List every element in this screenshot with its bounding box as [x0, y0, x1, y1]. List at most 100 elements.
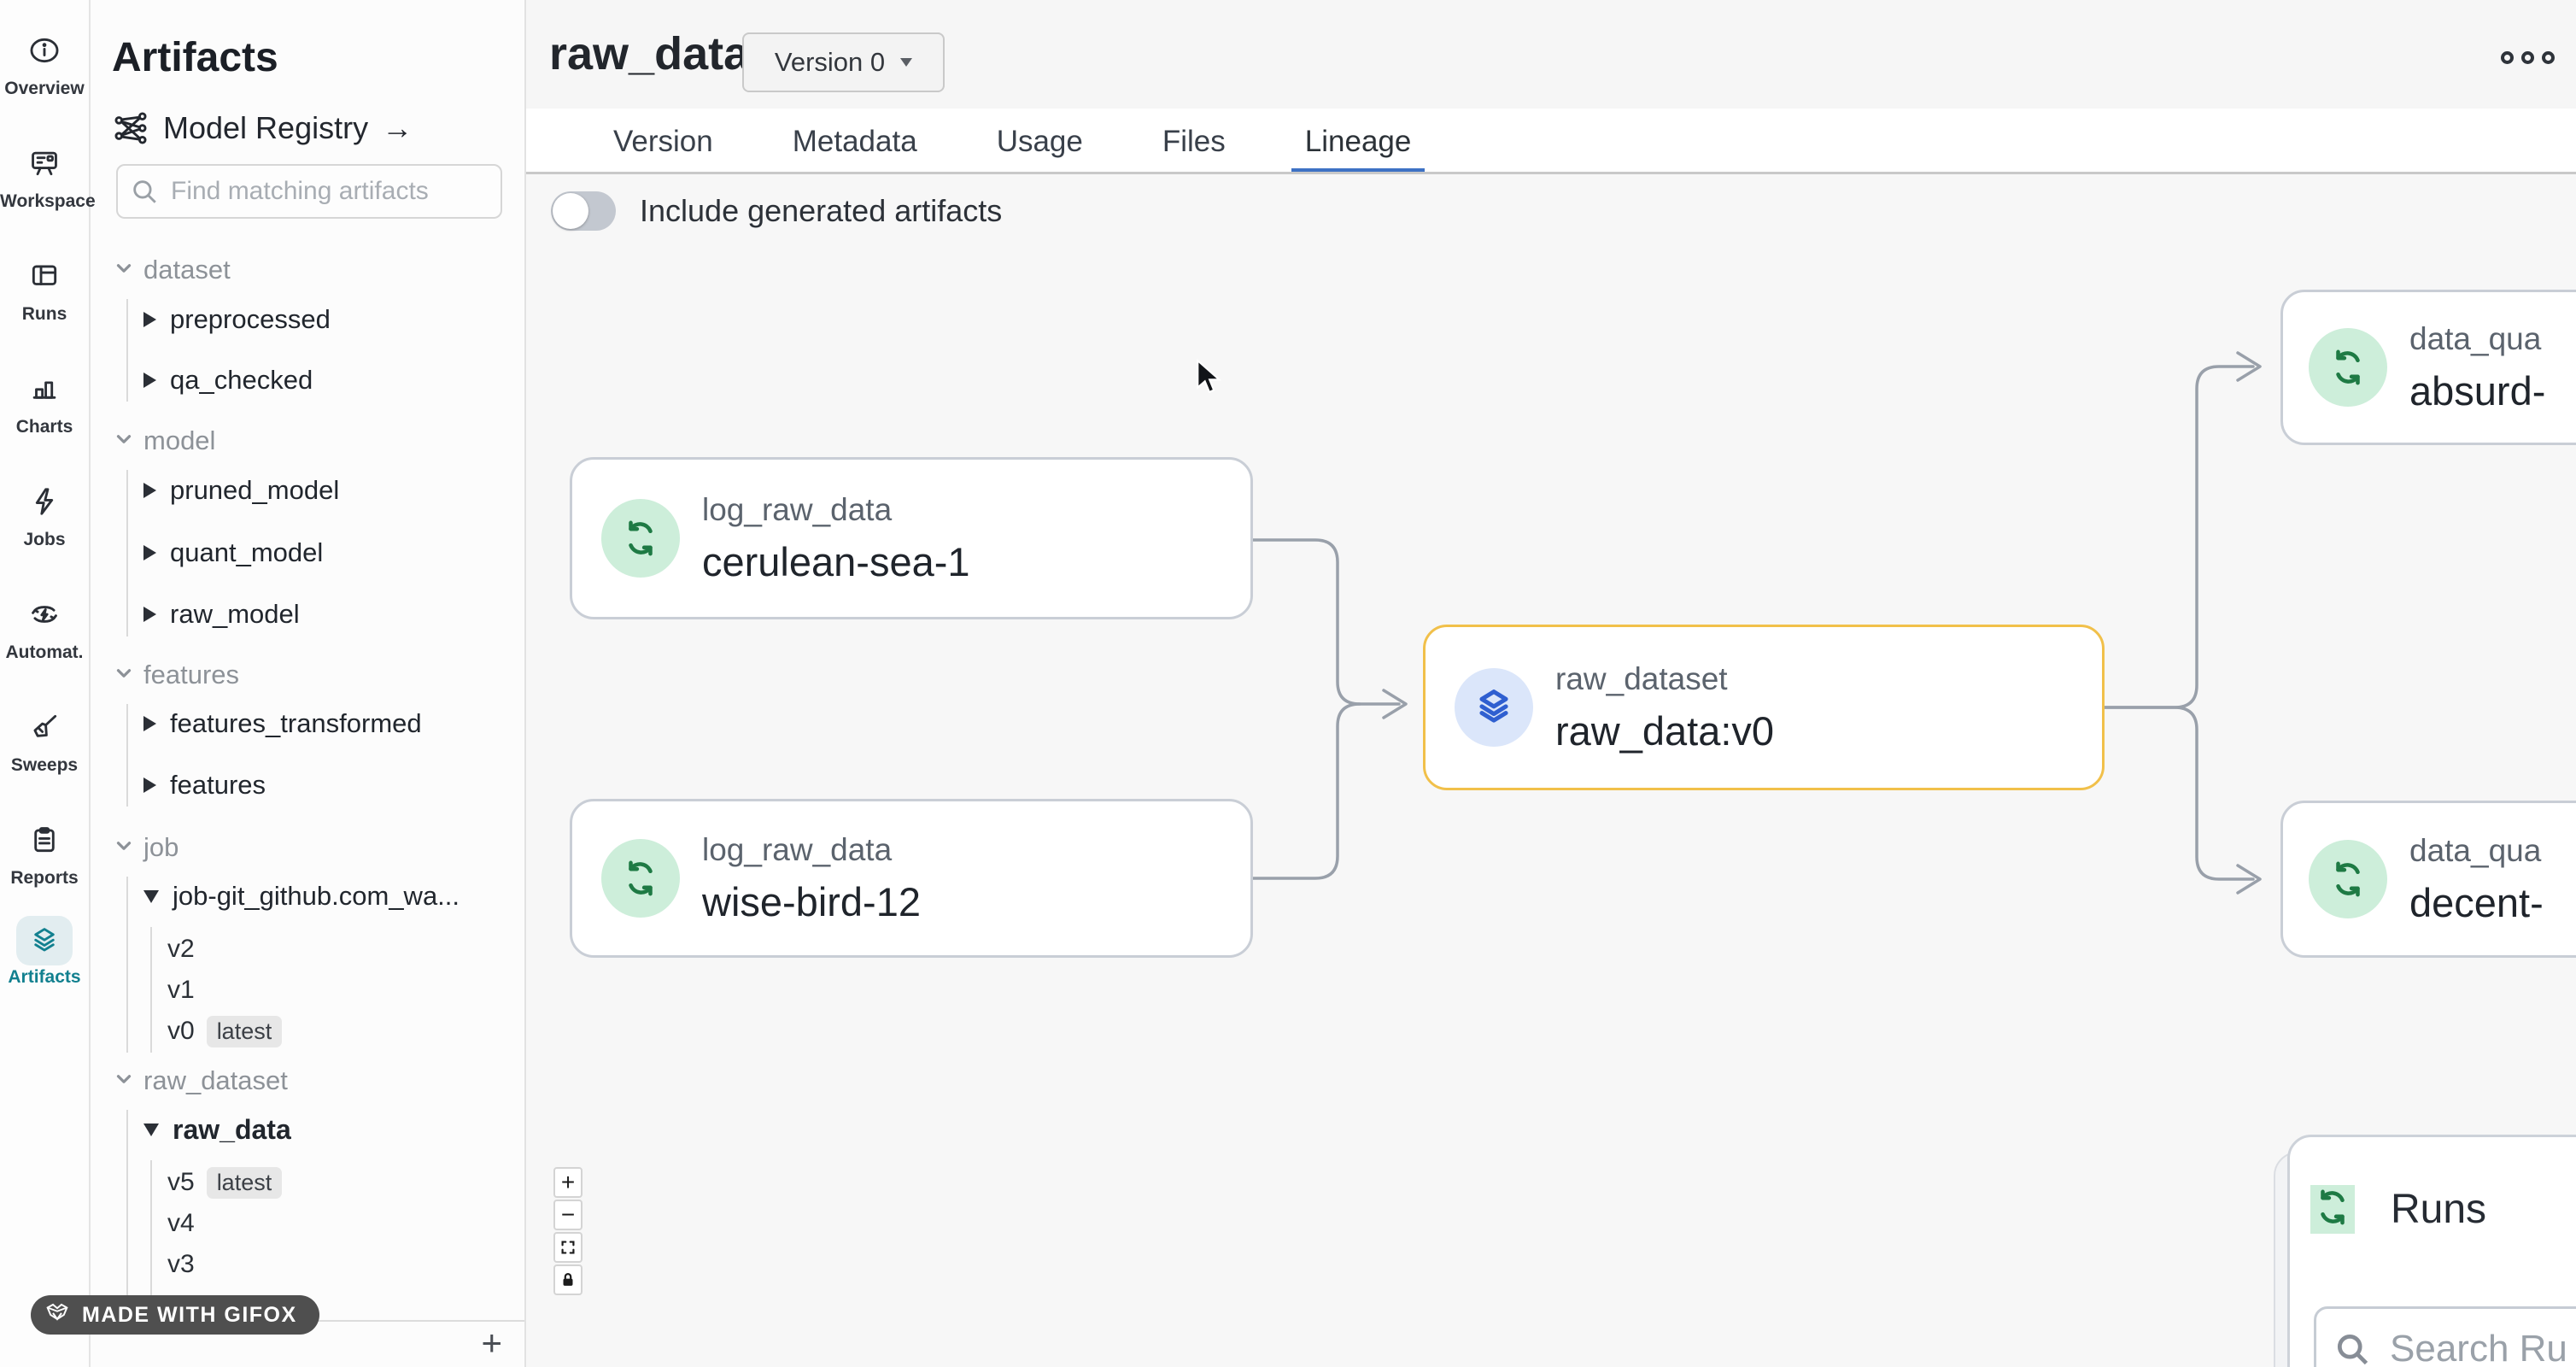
tree-item-job-git[interactable]: job-git_github.com_wa... — [143, 877, 460, 915]
primary-nav-rail: Overview Workspace Runs Charts Jobs Auto… — [0, 0, 96, 1367]
tabs-divider — [526, 172, 2576, 174]
tree-version-v4[interactable]: v4 — [167, 1209, 195, 1237]
add-artifact-button[interactable]: + — [481, 1323, 502, 1363]
nav-item-automations[interactable]: Automat. — [0, 588, 89, 663]
tree-group-features[interactable]: features — [113, 656, 239, 694]
lineage-node-run-absurd[interactable]: data_qua absurd- — [2280, 290, 2576, 445]
node-name: decent- — [2409, 879, 2544, 925]
page-title: raw_data — [549, 28, 750, 79]
tab-files[interactable]: Files — [1162, 124, 1226, 158]
tree-guide-line — [126, 299, 128, 402]
lineage-node-run-wise-bird-12[interactable]: log_raw_data wise-bird-12 — [570, 799, 1253, 958]
lock-view-button[interactable] — [553, 1264, 583, 1295]
lineage-node-artifact-raw-data-v0[interactable]: raw_dataset raw_data:v0 — [1423, 625, 2105, 790]
artifact-header: raw_data Version 0 — [526, 0, 2576, 109]
triangle-right-icon — [143, 483, 156, 498]
chevron-down-icon — [113, 835, 135, 861]
tree-version-v1[interactable]: v1 — [167, 976, 195, 1004]
tab-version[interactable]: Version — [613, 124, 713, 158]
runs-search-input[interactable] — [2390, 1328, 2576, 1367]
ellipsis-dot — [2501, 51, 2514, 64]
run-icon — [2310, 1185, 2355, 1234]
nav-item-workspace[interactable]: Workspace — [0, 137, 96, 212]
tree-item-quant-model[interactable]: quant_model — [143, 534, 323, 572]
nav-item-sweeps[interactable]: Sweeps — [0, 701, 89, 776]
node-caption: data_qua — [2409, 832, 2542, 868]
toggle-knob — [553, 193, 588, 229]
tab-metadata[interactable]: Metadata — [792, 124, 917, 158]
include-generated-artifacts-toggle[interactable] — [551, 191, 616, 231]
tree-group-raw-dataset[interactable]: raw_dataset — [113, 1062, 288, 1100]
zoom-in-button[interactable]: + — [553, 1167, 583, 1198]
triangle-right-icon — [143, 607, 156, 622]
node-name: raw_data:v0 — [1555, 707, 1775, 754]
info-icon — [0, 24, 89, 77]
gifox-watermark: MADE WITH GIFOX — [31, 1295, 319, 1335]
node-caption: raw_dataset — [1555, 660, 1728, 696]
nav-item-runs[interactable]: Runs — [0, 249, 89, 325]
tree-item-preprocessed[interactable]: preprocessed — [143, 301, 331, 338]
model-registry-icon — [114, 112, 147, 144]
nav-item-reports[interactable]: Reports — [0, 813, 89, 889]
chevron-down-icon — [113, 428, 135, 455]
zoom-out-button[interactable]: − — [553, 1200, 583, 1230]
triangle-right-icon — [143, 373, 156, 388]
workspace-icon — [0, 137, 89, 190]
tree-item-features[interactable]: features — [143, 766, 266, 804]
tree-group-dataset[interactable]: dataset — [113, 251, 231, 289]
tree-guide-line — [126, 704, 128, 807]
overflow-menu-button[interactable] — [2501, 51, 2555, 64]
tab-lineage[interactable]: Lineage — [1291, 109, 1425, 174]
run-icon — [601, 499, 680, 578]
tree-guide-line — [126, 877, 128, 1053]
tree-group-model[interactable]: model — [113, 422, 215, 460]
artifact-tabs: Version Metadata Usage Files Lineage — [526, 109, 2576, 174]
tree-item-raw-model[interactable]: raw_model — [143, 595, 300, 633]
chevron-down-icon — [113, 1068, 135, 1094]
tree-version-v3[interactable]: v3 — [167, 1250, 195, 1278]
fox-icon — [46, 1303, 68, 1321]
model-registry-link[interactable]: Model Registry → — [112, 109, 413, 147]
runs-panel-title: Runs — [2391, 1187, 2487, 1232]
latest-badge: latest — [206, 1015, 283, 1047]
lightning-icon — [0, 475, 89, 528]
watermark-text: MADE WITH GIFOX — [82, 1302, 297, 1327]
node-caption: data_qua — [2409, 320, 2542, 356]
lineage-node-run-cerulean-sea-1[interactable]: log_raw_data cerulean-sea-1 — [570, 457, 1253, 619]
tree-version-v0[interactable]: v0 latest — [167, 1012, 283, 1050]
node-caption: log_raw_data — [702, 831, 893, 867]
mouse-cursor — [1197, 359, 1222, 394]
runs-search-box[interactable] — [2314, 1306, 2576, 1367]
triangle-right-icon — [143, 312, 156, 327]
chevron-down-icon — [900, 58, 913, 67]
fit-view-button[interactable] — [553, 1232, 583, 1263]
chevron-down-icon — [113, 257, 135, 284]
artifact-search-box[interactable] — [116, 164, 502, 219]
tree-group-job[interactable]: job — [113, 829, 179, 866]
model-registry-label: Model Registry — [163, 110, 369, 145]
search-icon — [2337, 1334, 2368, 1365]
artifacts-sidebar: Artifacts Model Registry → dataset — [91, 0, 526, 1367]
tree-item-features-transformed[interactable]: features_transformed — [143, 705, 422, 742]
run-icon — [601, 839, 680, 918]
tree-version-v2[interactable]: v2 — [167, 935, 195, 963]
toggle-label: Include generated artifacts — [640, 193, 1003, 228]
tree-item-qa-checked[interactable]: qa_checked — [143, 361, 313, 399]
nav-item-artifacts[interactable]: Artifacts — [0, 916, 89, 988]
artifact-search-input[interactable] — [171, 177, 478, 206]
run-icon — [2309, 840, 2387, 918]
runs-panel[interactable]: Runs — [2287, 1135, 2576, 1367]
tree-item-pruned-model[interactable]: pruned_model — [143, 472, 339, 509]
tree-version-v5[interactable]: v5 latest — [167, 1164, 283, 1201]
tab-usage[interactable]: Usage — [996, 124, 1083, 158]
nav-item-charts[interactable]: Charts — [0, 362, 89, 437]
bar-chart-icon — [0, 362, 89, 415]
triangle-right-icon — [143, 716, 156, 731]
lineage-node-run-decent[interactable]: data_qua decent- — [2280, 801, 2576, 958]
nav-item-overview[interactable]: Overview — [0, 24, 89, 99]
dataset-layers-icon — [1455, 668, 1533, 747]
nav-item-jobs[interactable]: Jobs — [0, 475, 89, 550]
tree-guide-line — [150, 927, 152, 1053]
tree-item-raw-data[interactable]: raw_data — [143, 1111, 291, 1148]
version-selector-button[interactable]: Version 0 — [742, 32, 945, 92]
